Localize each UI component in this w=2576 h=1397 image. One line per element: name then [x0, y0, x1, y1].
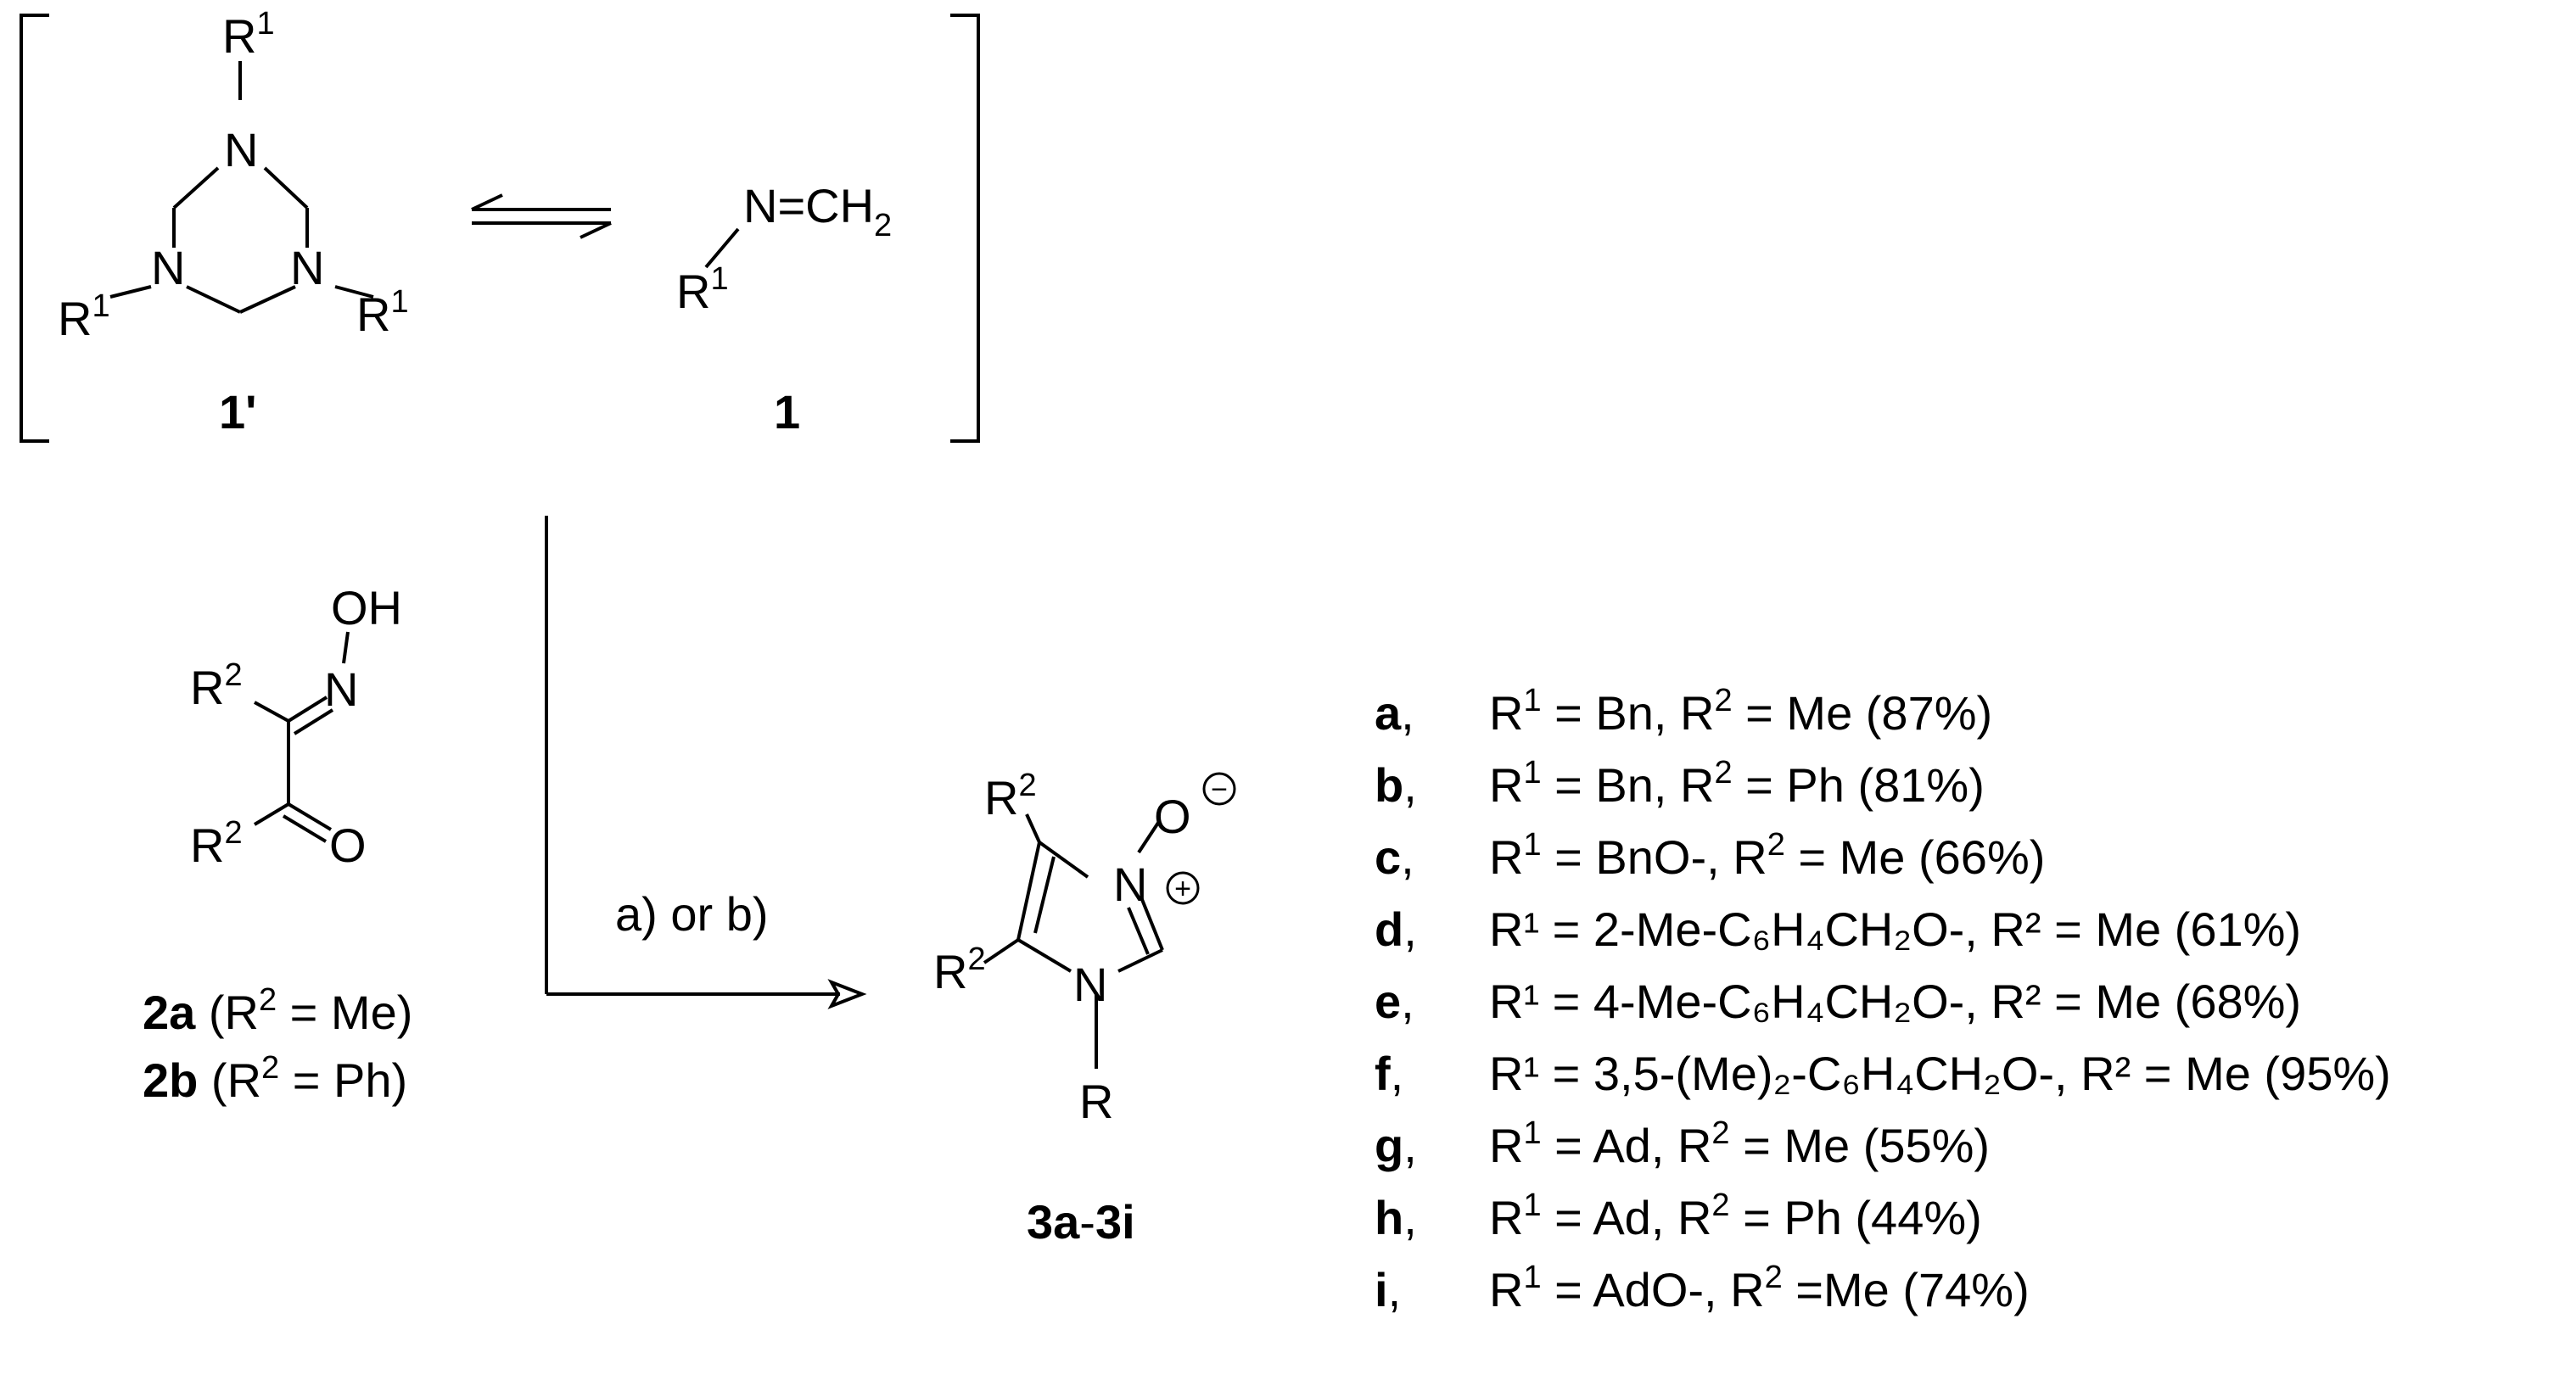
imine-r: R1 — [676, 261, 729, 318]
triazinane-r-right: R1 — [356, 284, 409, 341]
row-key-g: g, — [1375, 1119, 1417, 1172]
imine-formula: N=CH2 — [743, 179, 892, 243]
product-n-oxide: N — [1113, 858, 1147, 911]
product-n-ring: N — [1073, 958, 1107, 1011]
left-bracket — [20, 14, 49, 443]
triazinane-n-left: N — [151, 241, 185, 294]
row-key-f: f, — [1375, 1047, 1403, 1100]
compound-label-1: 1 — [774, 385, 800, 439]
triazinane-r-left: R1 — [58, 288, 110, 345]
row-key-e: e, — [1375, 975, 1414, 1028]
product-r-bottom: R — [1079, 1075, 1113, 1128]
imine-structure: N=CH2 R1 1 — [676, 179, 892, 439]
oxime-n: N — [324, 662, 358, 716]
triazinane-structure: N N N R1 R1 R1 1' — [58, 6, 409, 439]
product-r-left: R2 — [933, 942, 986, 998]
minus-charge: − — [1211, 774, 1228, 806]
row-key-i: i, — [1375, 1263, 1401, 1316]
row-text-h: R1 = Ad, R2 = Ph (44%) — [1489, 1187, 1982, 1244]
plus-charge: + — [1174, 873, 1191, 905]
row-key-c: c, — [1375, 830, 1414, 884]
product-r-top: R2 — [984, 768, 1037, 824]
compound-label-1prime: 1' — [219, 385, 256, 439]
row-text-i: R1 = AdO-, R2 =Me (74%) — [1489, 1260, 2030, 1316]
oxime-r-bottom: R2 — [190, 815, 243, 872]
substituent-list: a, R1 = Bn, R2 = Me (87%) b, R1 = Bn, R2… — [1375, 683, 2391, 1316]
row-text-c: R1 = BnO-, R2 = Me (66%) — [1489, 827, 2045, 884]
row-text-d: R¹ = 2-Me-C₆H₄CH₂O-, R² = Me (61%) — [1489, 902, 2301, 956]
product-structure: R2 R2 N N O R + − 3a-3i — [933, 768, 1236, 1249]
oxime-r-top: R2 — [190, 657, 243, 714]
compound-label-3a-3i: 3a-3i — [1027, 1195, 1135, 1249]
triazinane-n-right: N — [290, 241, 324, 294]
reagent-2b: 2b (R2 = Ph) — [143, 1050, 407, 1107]
row-text-a: R1 = Bn, R2 = Me (87%) — [1489, 683, 1992, 740]
oxime-oh: OH — [331, 581, 402, 634]
row-key-b: b, — [1375, 758, 1417, 812]
oxime-o: O — [329, 819, 367, 872]
row-key-d: d, — [1375, 902, 1417, 956]
triazinane-r-top: R1 — [222, 6, 275, 63]
row-key-a: a, — [1375, 686, 1414, 740]
right-bracket — [950, 14, 980, 443]
equilibrium-arrow — [471, 193, 612, 239]
triazinane-n-top: N — [224, 123, 258, 176]
reagent-2a: 2a (R2 = Me) — [143, 982, 412, 1039]
row-text-g: R1 = Ad, R2 = Me (55%) — [1489, 1115, 1990, 1172]
reaction-conditions: a) or b) — [615, 887, 769, 941]
reaction-arrow: a) or b) — [545, 516, 867, 1009]
oxime-structure: OH N R2 R2 O — [190, 581, 402, 872]
row-key-h: h, — [1375, 1191, 1417, 1244]
row-text-f: R¹ = 3,5-(Me)₂-C₆H₄CH₂O-, R² = Me (95%) — [1489, 1047, 2391, 1100]
row-text-b: R1 = Bn, R2 = Ph (81%) — [1489, 755, 1985, 812]
row-text-e: R¹ = 4-Me-C₆H₄CH₂O-, R² = Me (68%) — [1489, 975, 2301, 1028]
product-o: O — [1154, 790, 1191, 843]
